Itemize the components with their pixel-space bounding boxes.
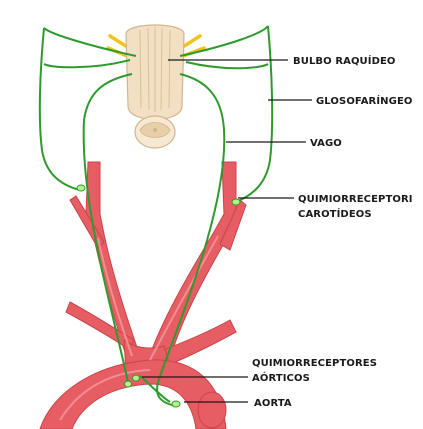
medulla-oblongata	[108, 25, 204, 148]
arteries	[40, 162, 246, 429]
label-aorta: AORTA	[254, 398, 292, 409]
carotid-receptor-right	[232, 199, 240, 205]
label-glosofaringeo: GLOSOFARÍNGEO	[316, 94, 412, 107]
labels: BULBO RAQUÍDEO GLOSOFARÍNGEO VAGO QUIMIO…	[252, 54, 413, 409]
aortic-receptor-3	[172, 401, 180, 407]
aortic-receptor-1	[125, 381, 132, 387]
label-carotideos-1: QUIMIORRECEPTORI	[298, 194, 413, 205]
aortic-receptor-2	[133, 375, 140, 381]
label-bulbo: BULBO RAQUÍDEO	[293, 54, 396, 67]
label-carotideos-2: CAROTÍDEOS	[298, 207, 372, 220]
descending-aorta	[198, 392, 226, 428]
label-vago: VAGO	[310, 138, 342, 149]
aortic-arch	[40, 360, 226, 429]
label-aorticos-1: QUIMIORRECEPTORES	[252, 358, 377, 369]
carotid-receptor-left	[77, 185, 85, 191]
label-aorticos-2: AÓRTICOS	[252, 371, 310, 384]
